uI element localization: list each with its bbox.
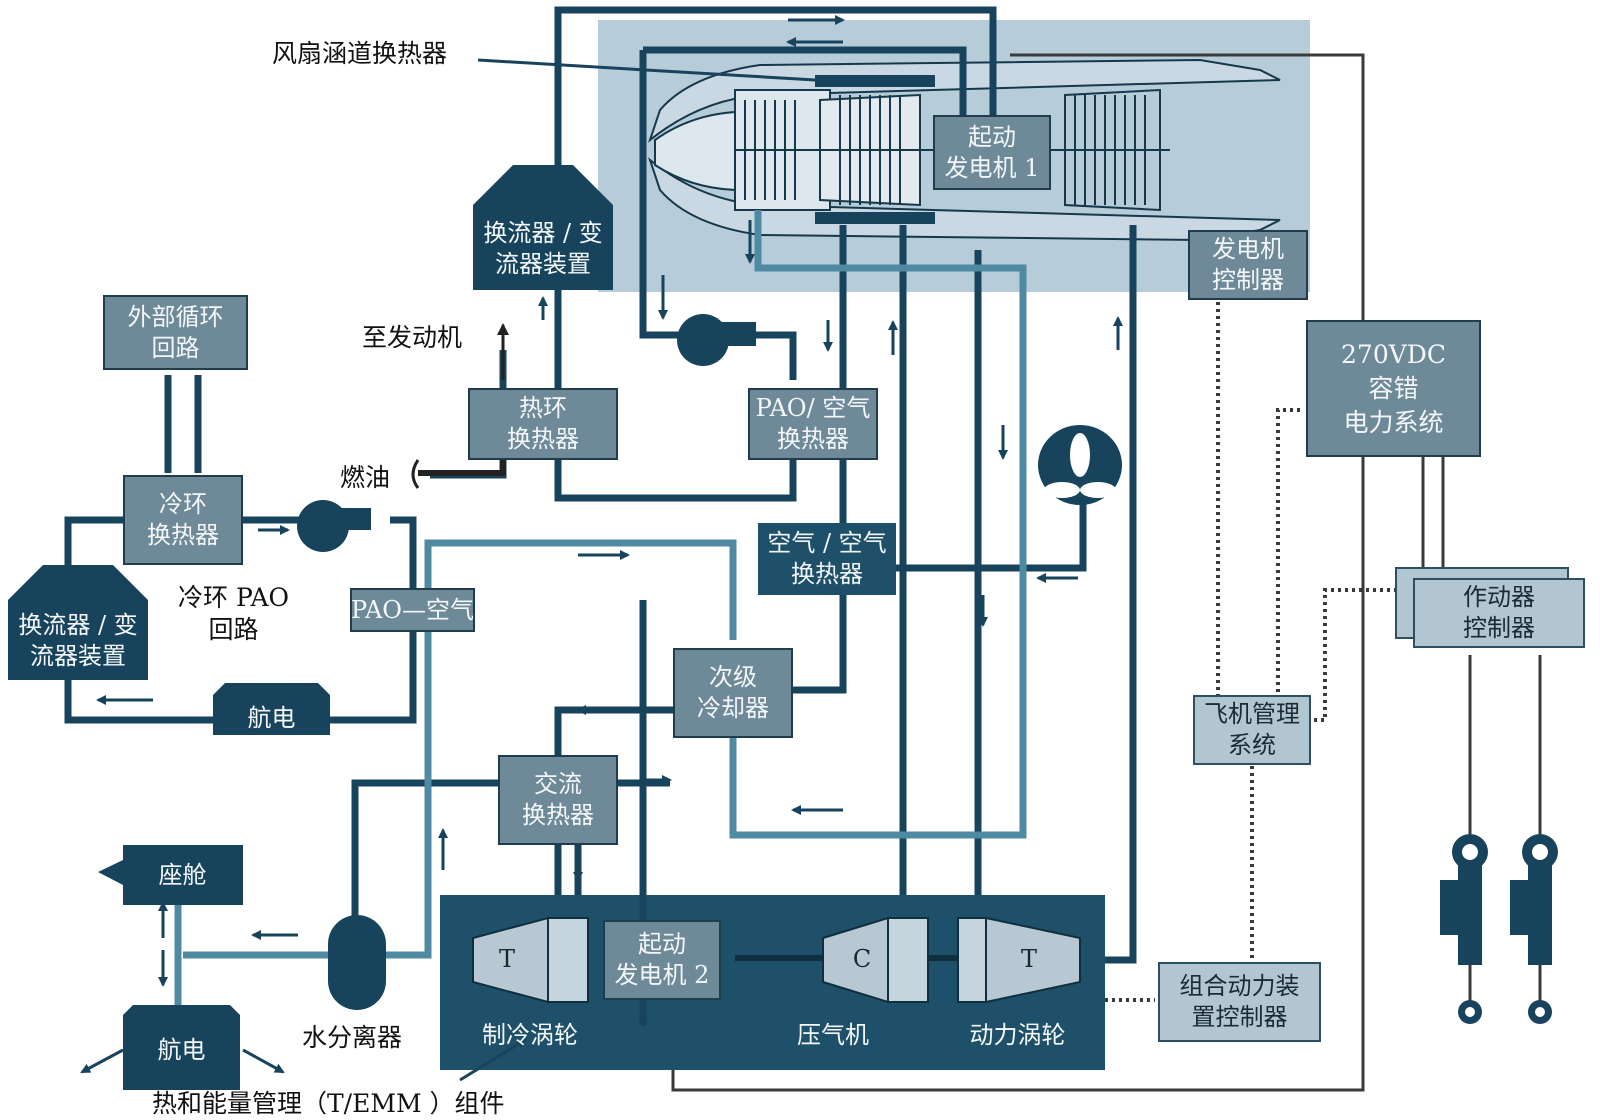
cabin-label: 座舱	[158, 860, 207, 889]
actuator-ctrl: 作动器 控制器	[1413, 578, 1585, 648]
pao-air-hx: PAO/ 空气 换热器	[748, 388, 878, 460]
cooling-turbine-label: 制冷涡轮	[482, 1020, 578, 1049]
power-turbine-label: 动力涡轮	[969, 1020, 1066, 1049]
converter-left-shape	[8, 565, 148, 680]
fuel-mark	[411, 459, 420, 489]
power-270vdc: 270VDC 容错 电力系统	[1306, 320, 1481, 457]
temm-label: 热和能量管理（T/EMM ）组件	[152, 1089, 505, 1118]
fuel-pipe	[418, 455, 506, 476]
pump-top	[677, 314, 756, 366]
starter-gen-2: 起动 发电机 2	[603, 920, 721, 1000]
compressor-c-label: C	[852, 944, 872, 973]
to-engine-label: 至发动机	[362, 323, 463, 352]
starter-gen-1: 起动 发电机 1	[933, 115, 1051, 190]
avionics-1-label: 航电	[247, 703, 296, 732]
air-air-hx: 空气 / 空气 换热器	[758, 523, 896, 595]
temm-leader	[459, 1038, 527, 1082]
converter-top-shape	[473, 165, 613, 290]
ipp-controller: 组合动力装 置控制器	[1158, 962, 1321, 1042]
cold-loop-hx: 冷环 换热器	[123, 475, 243, 565]
compressor-label: 压气机	[797, 1020, 869, 1049]
water-separator-shape	[328, 915, 386, 1010]
pump-left	[297, 500, 371, 552]
avionics-1-shape	[213, 683, 330, 735]
hot-loop-hx: 热环 换热器	[468, 388, 618, 460]
water-separator-label: 水分离器	[302, 1023, 403, 1052]
fan-duct-leader	[477, 58, 816, 82]
turbine-t1-label: T	[498, 944, 515, 973]
turbine-t2-label: T	[1020, 944, 1037, 973]
pao-air-box: PAO—空气	[350, 588, 475, 632]
fan-duct-hx-top	[815, 75, 935, 87]
converter-left-label: 换流器 / 变 流器装置	[18, 611, 138, 670]
vms: 飞机管理 系统	[1193, 695, 1311, 765]
light-pipes	[174, 210, 1027, 1005]
fuel-label: 燃油	[340, 463, 391, 492]
avionics-2-shape	[123, 1005, 240, 1090]
outer-loop: 外部循环 回路	[103, 295, 248, 370]
fan-duct-hx-label: 风扇涵道换热器	[272, 39, 448, 68]
flow-arrows	[96, 15, 1123, 1027]
cold-loop-pao-label: 冷环 PAO 回路	[178, 583, 290, 644]
fan-icon	[1038, 425, 1122, 505]
secondary-cooler: 次级 冷却器	[673, 648, 793, 738]
fan-duct-hx-bottom	[815, 212, 935, 224]
cabin-shape	[98, 845, 243, 905]
actuators	[1440, 834, 1558, 1024]
avionics-arrows	[80, 901, 285, 1074]
gen-controller: 发电机 控制器	[1188, 230, 1308, 300]
ac-hx: 交流 换热器	[498, 755, 618, 845]
avionics-2-label: 航电	[157, 1035, 206, 1064]
converter-top-label: 换流器 / 变 流器装置	[483, 219, 603, 278]
